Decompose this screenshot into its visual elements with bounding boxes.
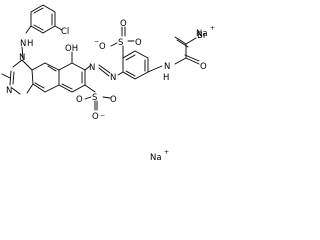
amide-o: O — [200, 62, 207, 72]
sulfonate-top-o-left: O — [99, 42, 106, 52]
sodium-ion-top: Na — [196, 29, 208, 39]
naphthalene-ring-b — [58, 62, 86, 93]
amide-n: N — [164, 62, 170, 72]
sulfonate-top-s: S — [118, 38, 123, 48]
azo-linkage — [84, 64, 124, 77]
imidazole-ring — [1, 59, 34, 95]
chlorophenyl-ring — [30, 4, 63, 34]
chemical-structure: Na + N H Cl N N OH N N − O S O O O S O O… — [1, 4, 215, 163]
atom-labels: Na + N H Cl N N OH N N − O S O O O S O O… — [6, 19, 215, 163]
amide-h: H — [163, 73, 169, 83]
sulfonate-bottom-bonds — [84, 84, 111, 111]
structure-diagram: Na + N H Cl N N OH N N − O S O O O S O O… — [1, 4, 215, 163]
naphthalene-ring-a — [31, 62, 60, 93]
sulfonate-bottom-o-right: O — [110, 95, 117, 105]
azo-n2: N — [110, 73, 116, 83]
hydroxyl: OH — [65, 44, 78, 54]
sulfonate-bottom-s: S — [92, 93, 97, 103]
sulfonate-bottom-charge: − — [100, 112, 105, 119]
sulfonate-top-o-up: O — [120, 19, 127, 29]
amine-n: N — [20, 39, 26, 49]
sodium-charge-top: + — [210, 25, 215, 32]
bromine: Br — [197, 31, 207, 41]
sulfonate-top-o-right: O — [135, 38, 142, 48]
sulfonate-bottom-o-down: O — [92, 112, 99, 122]
amine-h: H — [27, 39, 33, 49]
imidazole-n2: N — [6, 86, 12, 96]
amide-chain — [147, 36, 200, 73]
imidazole-n1: N — [19, 53, 25, 63]
right-benzene-ring — [122, 50, 149, 80]
bond-nh-imidazole — [21, 46, 24, 59]
bond-ring-nh — [25, 25, 32, 34]
sodium-ion-bottom: Na — [150, 153, 162, 163]
sulfonate-top-charge: − — [94, 38, 99, 45]
azo-n1: N — [89, 63, 95, 73]
sulfonate-bottom-o-left: O — [76, 95, 83, 105]
sodium-charge-bottom: + — [164, 149, 169, 156]
sulfonate-top-bonds — [110, 26, 135, 59]
chlorine: Cl — [61, 27, 69, 37]
